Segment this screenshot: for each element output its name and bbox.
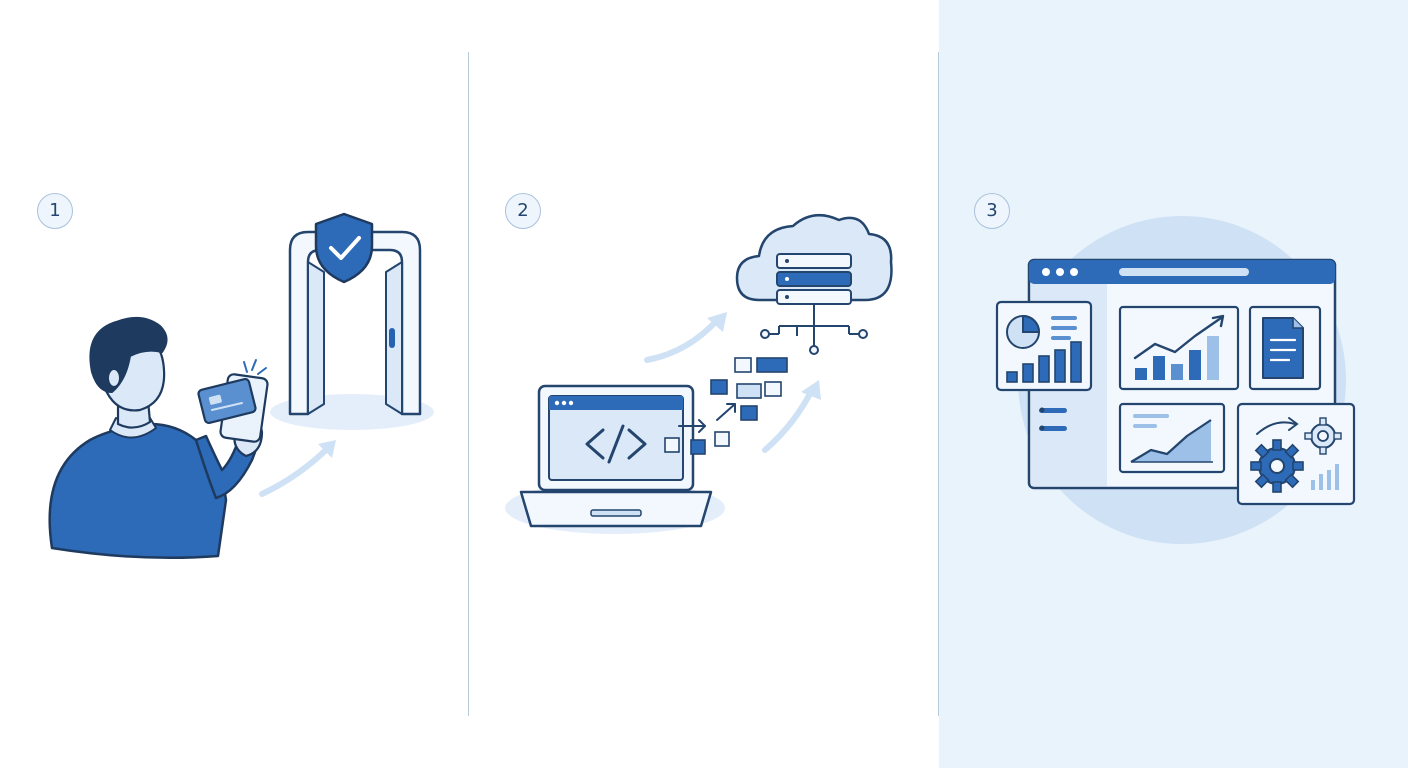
step-3-badge: 3 — [974, 193, 1010, 229]
area-chart-icon — [1118, 402, 1226, 474]
shield-check-icon — [314, 212, 374, 284]
laptop-icon — [519, 384, 713, 528]
data-blocks-icon — [664, 357, 788, 455]
cloud-server-icon — [735, 213, 893, 355]
pie-chart-icon — [995, 300, 1093, 392]
step-1-panel: 1 — [0, 0, 468, 768]
step-2-badge: 2 — [505, 193, 541, 229]
code-icon — [585, 424, 647, 464]
bar-chart-icon — [1006, 341, 1082, 383]
phone-card-icon — [197, 359, 269, 443]
step-1-illustration — [48, 212, 434, 560]
security-gate-icon — [288, 230, 422, 416]
step-1-badge: 1 — [37, 193, 73, 229]
step-2-illustration — [505, 213, 893, 534]
flow-arrow — [644, 315, 722, 363]
step-3-illustration — [995, 216, 1356, 544]
divider-2 — [938, 52, 940, 716]
flow-arrow — [762, 385, 816, 453]
line-chart-icon — [1118, 305, 1240, 391]
gears-icon — [1236, 402, 1356, 506]
step-2-panel: 2 — [469, 0, 938, 768]
document-icon — [1248, 305, 1322, 391]
divider-1 — [468, 52, 470, 716]
step-3-panel: 3 — [939, 0, 1408, 768]
flow-arrow — [259, 443, 333, 497]
